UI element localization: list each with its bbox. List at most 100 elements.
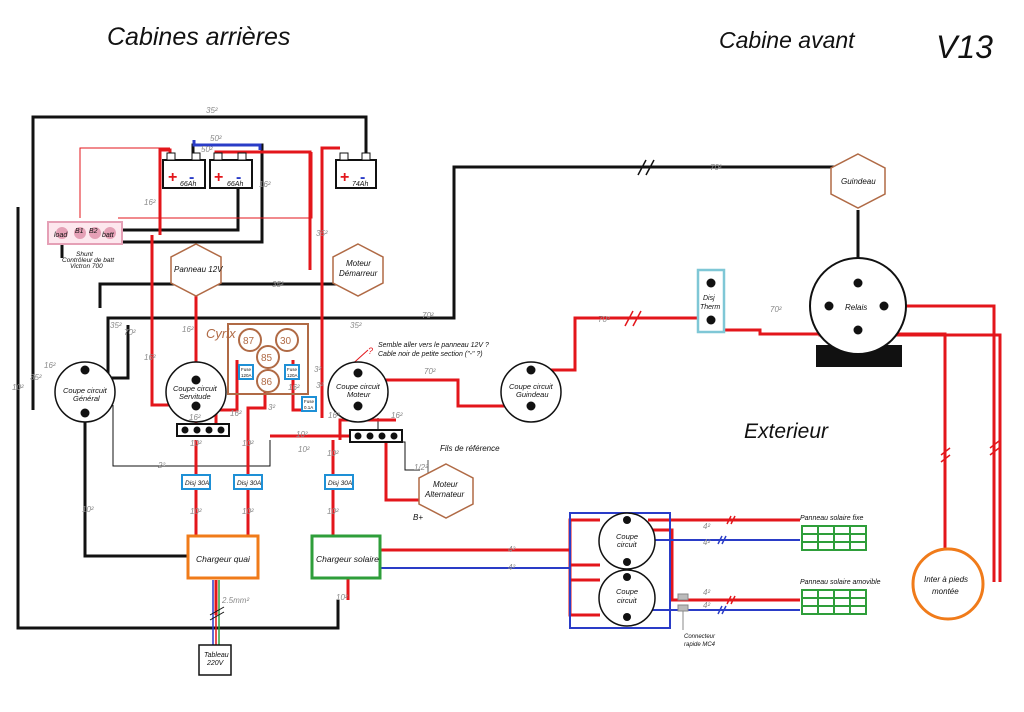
title-front-cabin: Cabine avant [719,27,856,53]
tableau-l2: 220V [206,660,225,667]
battery-1-capacity: 66Ah [180,181,196,188]
svg-text:-: - [236,169,241,186]
gauge-35-right: 35² [316,229,328,238]
tableau-l1: Tableau [204,652,229,659]
hex-panneau-12v: Panneau 12V [170,243,223,297]
title-exterior: Exterieur [744,420,829,443]
note-panel-q1: Semble aller vers le panneau 12V ? [378,342,489,349]
svg-text:+: + [340,169,349,186]
gauge-4-e: 4² [703,588,710,597]
gauge-3-b: 3² [314,365,321,374]
svg-text:+: + [168,169,177,186]
inter-l2: montée [932,587,959,596]
shunt-caption-3: Victron 700 [70,263,103,270]
cyrix-87: 87 [243,336,255,347]
breaker-solar-1-l2: circuit [617,540,638,549]
gauge-4-f: 4² [703,601,710,610]
hex-alternateur: Moteur Alternateur [418,463,474,519]
gauge-4-b: 4² [508,563,515,572]
gauge-16-f: 16² [391,411,403,420]
breaker-solar-2-l1: Coupe [616,587,638,596]
fuse-small-l2: 0.1A [304,405,313,410]
gauge-35-top: 35² [206,106,218,115]
hex-alternateur-l1: Moteur [433,480,458,489]
disj-therm: Disj Therm [696,268,726,334]
gauge-16-left: 16² [144,198,156,207]
cyrix-relay: Cyrix 87 30 85 86 Fuse 120A Fuse 120A [206,323,309,395]
breaker-servitude-l1: Coupe circuit [173,384,218,393]
note-panel-q2: Cable noir de petite section ("-" ?) [378,351,483,358]
hex-demarreur-l2: Démarreur [339,269,378,278]
disj-30a-3-label: Disj 30A [328,480,352,487]
gauge-10-e: 10² [242,439,254,448]
gauge-50b: 50² [201,145,213,154]
cyrix-fuse-1-l1: Fuse [241,367,252,372]
gauge-1-2: 1/2² [414,463,428,472]
bus-bar-right [349,429,403,443]
gauge-10-c: 10² [298,445,310,454]
gauge-10-j: 10² [82,505,94,514]
chargeur-quai-label: Chargeur quai [196,554,251,564]
gauge-10-f: 10² [190,507,202,516]
inter-l1: Inter à pieds [924,575,968,584]
battery-1: + - 66Ah [162,152,206,189]
bus-bar-left [176,423,230,437]
battery-2-capacity: 66Ah [227,181,243,188]
connector-l1: Connecteur [684,634,716,640]
gauge-10-g: 10² [242,507,254,516]
shunt-caption-1: Shunt [76,251,94,258]
gauge-35-mot: 35² [350,321,362,330]
disj-30a-1-label: Disj 30A [185,480,209,487]
breaker-general-l1: Coupe circuit [63,386,108,395]
connector-mc4: Connecteur rapide MC4 [677,593,716,648]
cyrix-86: 86 [261,377,273,388]
disj-30a-3: Disj 30A [324,474,354,490]
gauge-10-a: 10² [12,383,24,392]
breaker-guindeau-l2: Guindeau [516,390,549,399]
gauge-4-c: 4² [703,522,710,531]
breaker-moteur-l1: Coupe circuit [336,382,381,391]
breaker-moteur: Coupe circuit Moteur [327,361,389,423]
chargeur-solaire-label: Chargeur solaire [316,554,379,564]
breaker-servitude-l2: Servitude [179,392,211,401]
gauge-70-disj: 70² [598,315,610,324]
chargeur-quai: Chargeur quai [186,534,260,580]
title-version: V13 [936,29,993,65]
gauge-70-mot: 70² [424,367,436,376]
breaker-solar-2: Coupe circuit [598,569,656,627]
breaker-general: Coupe circuit Général [54,361,116,423]
gauge-70-left: 70² [124,328,136,337]
shunt-b1: B1 [75,228,84,235]
gauge-10-k: 10² [336,593,348,602]
tableau-220v: Tableau 220V [198,580,232,676]
note-qmark: ? [368,346,373,356]
gauge-25: 2.5mm² [221,596,249,605]
svg-text:+: + [214,169,223,186]
disj-30a-2-label: Disj 30A [237,480,261,487]
gauge-16-g: 16² [189,413,201,422]
battery-3: + - 74Ah [335,152,377,189]
cyrix-fuse-1-l2: 120A [241,373,252,378]
gauge-35-left: 35² [110,321,122,330]
breaker-guindeau-l1: Coupe circuit [509,382,554,391]
svg-text:-: - [360,169,365,186]
gauge-50: 50² [210,134,222,143]
gauge-16-bat: 16² [259,180,271,189]
gauge-10-h: 10² [327,507,339,516]
relais-label: Relais [845,303,867,312]
solar-panel-fixe-label: Panneau solaire fixe [800,515,864,522]
gauge-labels: 35² 50² 50² 16² 16² 35² 35² 70² 70² 70² … [12,106,782,610]
cyrix-title: Cyrix [206,326,236,341]
cyrix-fuse-2-l2: 120A [287,373,298,378]
relais: Relais [809,257,907,367]
hex-demarreur-l1: Moteur [346,259,371,268]
breaker-solar-2-l2: circuit [617,596,638,605]
cyrix-fuse-2-l1: Fuse [287,367,298,372]
disj-30a-2: Disj 30A [233,474,263,490]
breaker-moteur-l2: Moteur [347,390,371,399]
solar-panel-amovible: Panneau solaire amovible [800,579,881,615]
hex-panneau-label: Panneau 12V [174,265,223,274]
fuse-small-l1: Fuse [304,399,315,404]
cyrix-85: 85 [261,353,273,364]
